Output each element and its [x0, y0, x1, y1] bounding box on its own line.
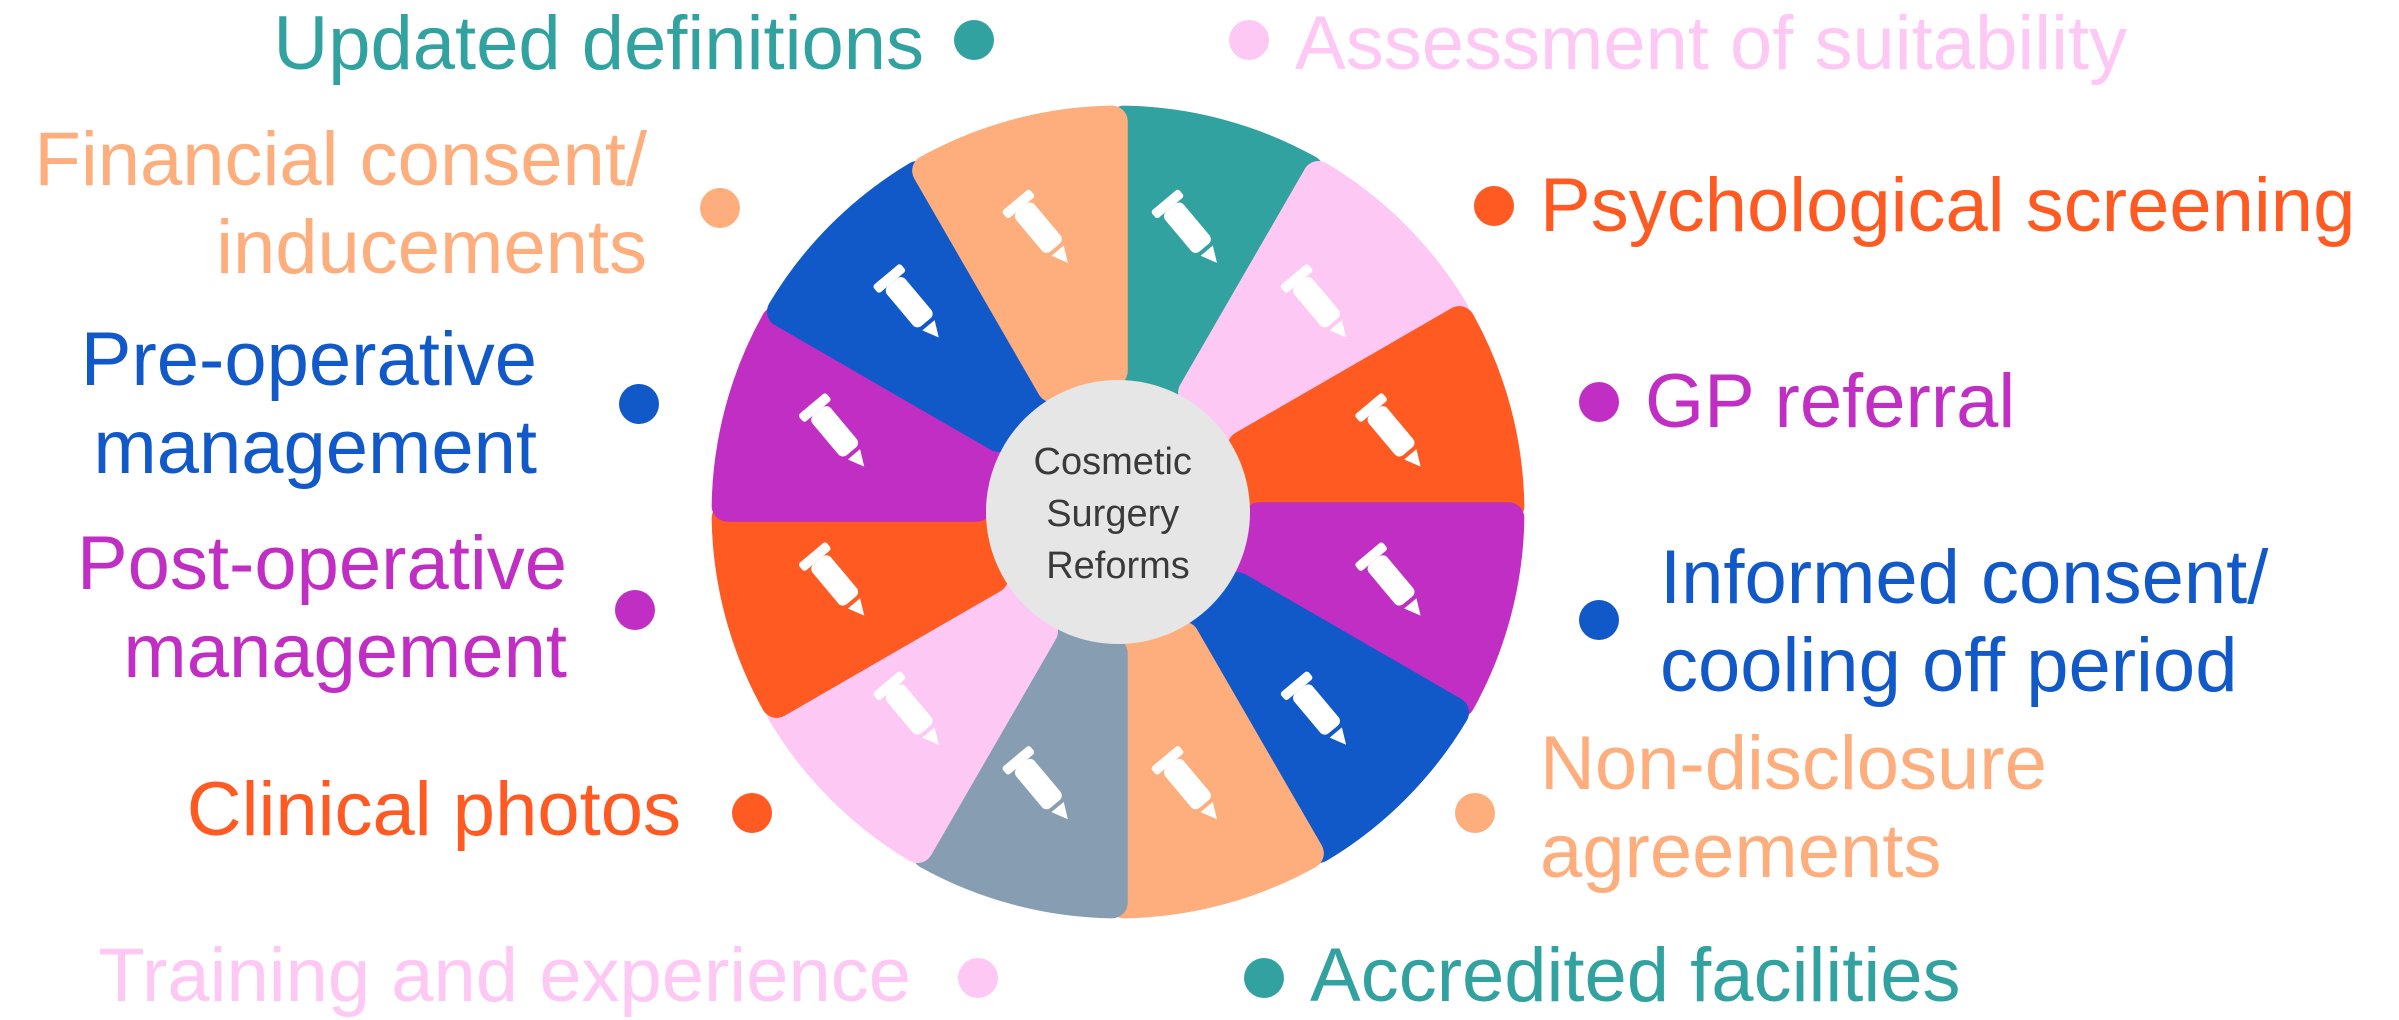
- dot-informed-consent: [1579, 600, 1619, 640]
- test-tube-icon: [798, 393, 865, 467]
- label-accredited-facilities: Accredited facilities: [1310, 933, 1961, 1018]
- dot-non-disclosure-agreements: [1455, 793, 1495, 833]
- segment-gp-referral: [1227, 502, 1525, 718]
- center-line-3: Reforms: [1046, 545, 1190, 587]
- marker-icon: [1002, 189, 1068, 263]
- segment-updated-definitions: [1108, 105, 1324, 403]
- label-informed-consent: Informed consent/ cooling off period: [1660, 535, 2269, 708]
- segment-non-disclosure-agreements: [1108, 621, 1324, 919]
- label-psychological-screening: Psychological screening: [1540, 163, 2356, 248]
- svg-text:Cosmetic Surgery R: Cosmetic Surgery Reforms: [1034, 441, 1203, 587]
- dot-updated-definitions: [954, 20, 994, 60]
- dot-accredited-facilities: [1244, 958, 1284, 998]
- label-financial-consent: Financial consent/ inducements: [34, 117, 647, 290]
- pencil-icon: [873, 671, 939, 745]
- dropper-icon: [1151, 746, 1217, 820]
- label-clinical-photos: Clinical photos: [186, 767, 681, 852]
- segment-financial-consent: [912, 105, 1128, 403]
- segment-post-operative-management: [711, 306, 1009, 522]
- microscope-icon: [873, 264, 939, 338]
- label-updated-definitions: Updated definitions: [273, 1, 924, 86]
- thermometer-icon: [1002, 746, 1068, 820]
- dot-psychological-screening: [1474, 186, 1514, 226]
- label-post-operative-management: Post-operative management: [76, 521, 567, 694]
- dot-pre-operative-management: [619, 384, 659, 424]
- dot-financial-consent: [700, 188, 740, 228]
- label-assessment-of-suitability: Assessment of suitability: [1295, 1, 2128, 86]
- label-pre-operative-management: Pre-operative management: [80, 317, 537, 490]
- label-gp-referral: GP referral: [1645, 359, 2016, 444]
- dot-assessment-of-suitability: [1229, 20, 1269, 60]
- dot-training-and-experience: [958, 958, 998, 998]
- scalpel-icon: [1280, 671, 1347, 745]
- dot-clinical-photos: [732, 793, 772, 833]
- center-circle: [986, 380, 1250, 644]
- link-icon: [1151, 189, 1217, 263]
- center-line-1: Cosmetic: [1034, 441, 1192, 483]
- highlighter-icon: [1280, 264, 1347, 338]
- dot-post-operative-management: [615, 590, 655, 630]
- label-non-disclosure-agreements: Non-disclosure agreements: [1540, 721, 2047, 894]
- label-training-and-experience: Training and experience: [98, 933, 911, 1018]
- syringe-icon: [1355, 542, 1421, 616]
- ruler-icon: [1355, 393, 1421, 467]
- dna-icon: [798, 542, 865, 616]
- center-line-2: Surgery: [1046, 493, 1179, 535]
- dot-gp-referral: [1579, 382, 1619, 422]
